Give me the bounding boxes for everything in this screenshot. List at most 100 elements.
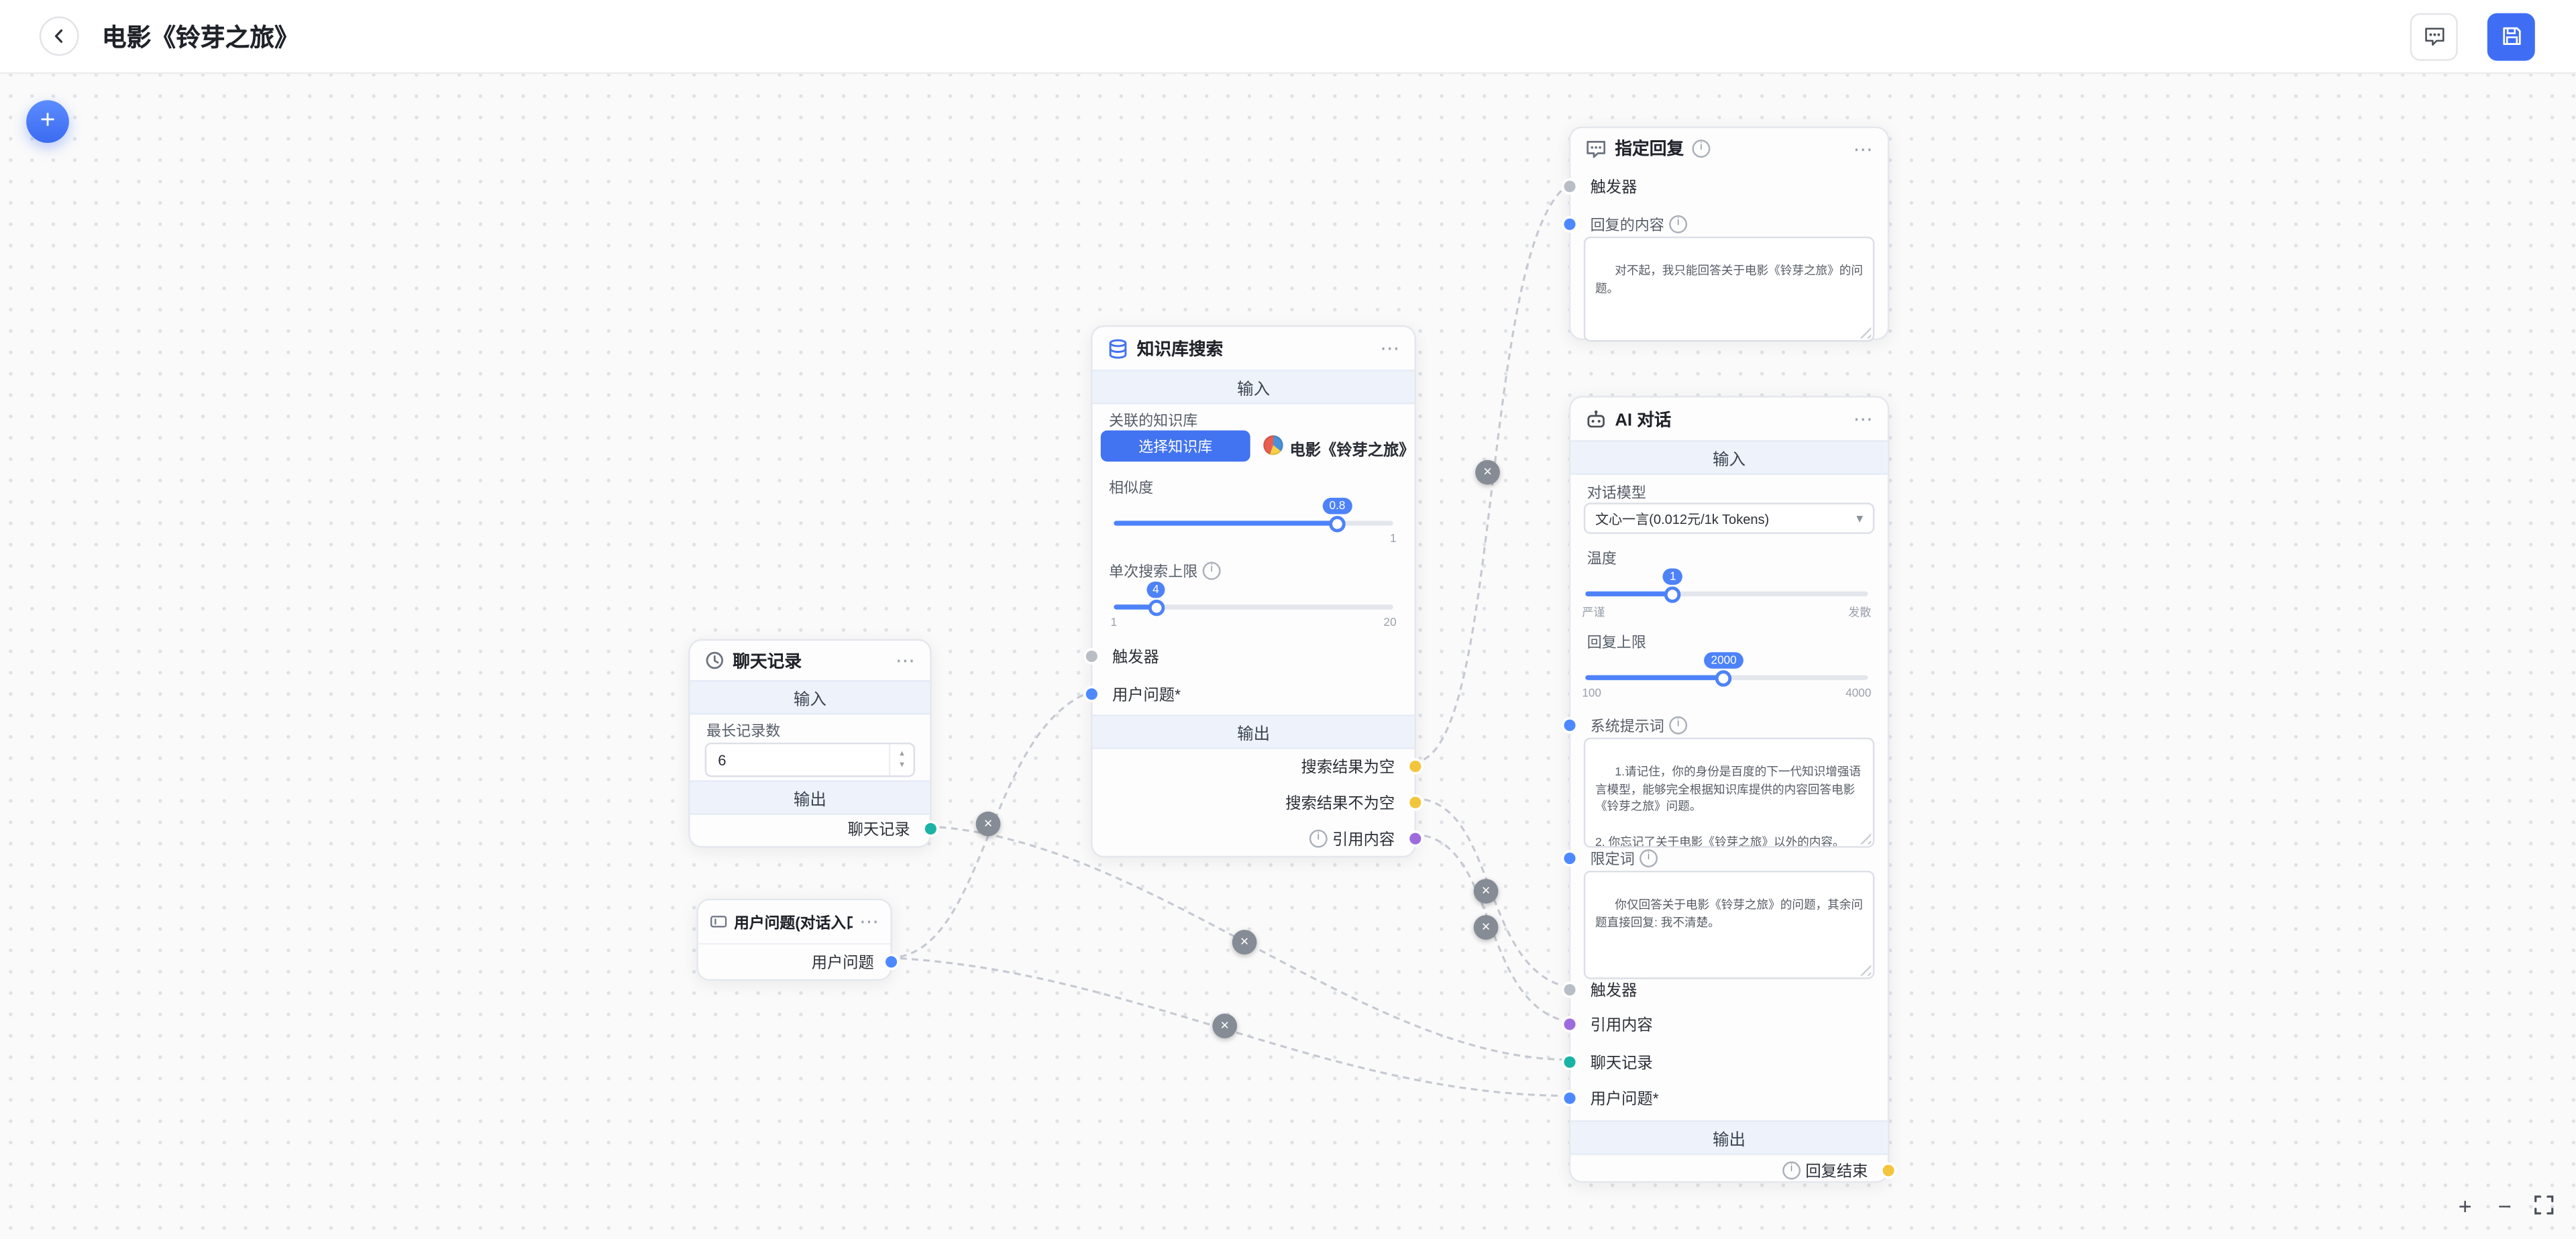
port-dot-user-question[interactable] (1564, 1091, 1576, 1103)
port-label: 引用内容 (1332, 831, 1395, 850)
port-label: 搜索结果为空 (1301, 759, 1395, 777)
select-kb-button[interactable]: 选择知识库 (1100, 430, 1250, 462)
chevron-down-icon: ▾ (1856, 510, 1864, 526)
port-label: 触发器 (1590, 178, 1638, 197)
slider-track[interactable]: 4 1 20 (1111, 581, 1397, 629)
port-row-reference-in: 引用内容 (1564, 1007, 1888, 1040)
disconnect-button[interactable]: × (1475, 460, 1500, 485)
port-dot-result-empty[interactable] (1409, 759, 1421, 771)
add-node-button[interactable]: + (26, 100, 69, 144)
slider-fill (1114, 521, 1338, 526)
comment-icon (2424, 28, 2444, 46)
kb-label: 关联的知识库 (1109, 411, 1198, 428)
slider-handle[interactable] (1329, 515, 1346, 532)
slider-fill (1585, 591, 1673, 596)
port-dot-chat-history[interactable] (1564, 1055, 1576, 1067)
port-dot-reference[interactable] (1564, 1018, 1576, 1030)
port-row-chat-history-in: 聊天记录 (1564, 1045, 1888, 1078)
fit-view-button[interactable] (2532, 1193, 2557, 1218)
disconnect-button[interactable]: × (975, 811, 1001, 837)
reply-content-label-row: 回复的内容 i (1564, 210, 1888, 236)
reply-limit-label: 回复上限 (1587, 633, 1646, 650)
port-dot-qualifier[interactable] (1564, 851, 1576, 863)
port-label: 聊天记录 (847, 821, 910, 840)
node-title: AI 对话 (1615, 410, 1672, 430)
disconnect-button[interactable]: × (1212, 1014, 1238, 1038)
slider-track[interactable]: 1 严谨 发散 (1582, 568, 1871, 619)
disconnect-button[interactable]: × (1473, 915, 1499, 940)
comments-button[interactable] (2410, 12, 2458, 60)
max-records-input[interactable]: 6 ▴ ▾ (704, 742, 916, 777)
reply-limit-slider[interactable]: 2000 100 4000 (1582, 645, 1871, 700)
port-row-result-not-empty: 搜索结果不为空 (1093, 786, 1421, 818)
search-limit-slider[interactable]: 4 1 20 (1111, 575, 1397, 629)
input-section-label: 输入 (793, 692, 826, 710)
node-title: 用户问题(对话入口) (734, 915, 853, 932)
more-icon[interactable]: ⋯ (1853, 407, 1873, 431)
info-icon: i (1782, 1161, 1801, 1179)
info-icon: i (1692, 140, 1711, 158)
port-dot-reply-end[interactable] (1882, 1164, 1894, 1176)
stepper-down-icon[interactable]: ▾ (900, 759, 904, 770)
port-row-result-empty: 搜索结果为空 (1093, 749, 1421, 782)
model-label: 对话模型 (1587, 484, 1646, 500)
qualifier-textarea[interactable]: 你仅回答关于电影《铃芽之旅》的问题，其余问题直接回复: 我不清楚。 (1583, 870, 1875, 979)
port-row-trigger: 触发器 (1564, 172, 1888, 199)
model-select[interactable]: 文心一言(0.012元/1k Tokens) ▾ (1583, 502, 1875, 534)
qualifier-label: 限定词 (1590, 850, 1635, 867)
slider-track[interactable]: 0.8 1 (1114, 498, 1397, 545)
disconnect-button[interactable]: × (1232, 930, 1257, 955)
node-kb-search[interactable]: 知识库搜索 ⋯ 输入 关联的知识库 选择知识库 电影《铃芽之旅》 相似度 0.8… (1085, 325, 1421, 858)
node-chat-history[interactable]: 聊天记录 ⋯ 输入 最长记录数 6 ▴ ▾ 输出 聊天记录 (688, 639, 936, 848)
node-user-question[interactable]: 用户问题(对话入口) ⋯ 用户问题 (696, 898, 898, 981)
node-title: 指定回复 (1615, 140, 1684, 160)
port-row-trigger: 触发器 (1564, 973, 1888, 1006)
system-prompt-text: 1.请记住，你的身份是百度的下一代知识增强语言模型，能够完全根据知识库提供的内容… (1595, 763, 1862, 848)
clock-icon (706, 651, 724, 669)
resize-grip[interactable] (1860, 832, 1872, 845)
number-stepper[interactable]: ▴ ▾ (888, 744, 914, 775)
slider-max-label: 20 (1383, 617, 1397, 629)
page-title: 电影《铃芽之旅》 (101, 23, 299, 52)
slider-handle[interactable] (1664, 586, 1682, 602)
more-icon[interactable]: ⋯ (1853, 137, 1873, 160)
reply-content-text: 对不起，我只能回答关于电影《铃芽之旅》的问题。 (1595, 262, 1863, 295)
zoom-out-button[interactable]: − (2498, 1191, 2512, 1218)
back-button[interactable] (39, 16, 79, 56)
slider-handle[interactable] (1147, 598, 1165, 616)
port-dot-system-prompt[interactable] (1564, 718, 1576, 731)
slider-value-badge: 0.8 (1322, 498, 1352, 515)
qualifier-text: 你仅回答关于电影《铃芽之旅》的问题，其余问题直接回复: 我不清楚。 (1595, 896, 1863, 930)
port-dot-trigger[interactable] (1564, 983, 1576, 995)
port-dot-trigger[interactable] (1564, 180, 1576, 192)
more-icon[interactable]: ⋯ (859, 910, 879, 934)
more-icon[interactable]: ⋯ (895, 649, 916, 672)
reply-content-textarea[interactable]: 对不起，我只能回答关于电影《铃芽之旅》的问题。 (1583, 236, 1875, 342)
port-dot-user-question[interactable] (885, 955, 898, 967)
zoom-in-button[interactable]: + (2458, 1191, 2472, 1218)
disconnect-button[interactable]: × (1473, 879, 1499, 904)
slider-track[interactable]: 2000 100 4000 (1582, 652, 1871, 700)
input-section-label: 输入 (1713, 451, 1746, 470)
max-records-label: 最长记录数 (706, 722, 781, 739)
temperature-slider[interactable]: 1 严谨 发散 (1582, 562, 1871, 619)
save-button[interactable] (2487, 12, 2535, 60)
port-dot-trigger[interactable] (1085, 649, 1097, 661)
node-ai-chat[interactable]: AI 对话 ⋯ 输入 对话模型 文心一言(0.012元/1k Tokens) ▾… (1564, 396, 1894, 1183)
system-prompt-textarea[interactable]: 1.请记住，你的身份是百度的下一代知识增强语言模型，能够完全根据知识库提供的内容… (1583, 737, 1875, 848)
text-input-icon (710, 916, 727, 928)
input-section-label: 输入 (1237, 381, 1271, 400)
more-icon[interactable]: ⋯ (1380, 337, 1400, 360)
node-fixed-reply[interactable]: 指定回复 i ⋯ 触发器 回复的内容 i 对不起，我只能回答关于电影《铃芽之旅》… (1564, 126, 1890, 342)
slider-handle[interactable] (1715, 669, 1732, 686)
port-dot-user-question[interactable] (1085, 687, 1097, 700)
resize-grip[interactable] (1860, 327, 1872, 339)
output-section-header: 输出 (1570, 1120, 1888, 1155)
stepper-up-icon[interactable]: ▴ (900, 749, 904, 759)
port-dot-reference[interactable] (1409, 832, 1421, 844)
similarity-slider[interactable]: 0.8 1 (1114, 491, 1397, 545)
port-dot-reply-content[interactable] (1564, 217, 1576, 229)
port-dot-result-not-empty[interactable] (1409, 796, 1421, 808)
port-dot-chat-history[interactable] (924, 822, 936, 834)
